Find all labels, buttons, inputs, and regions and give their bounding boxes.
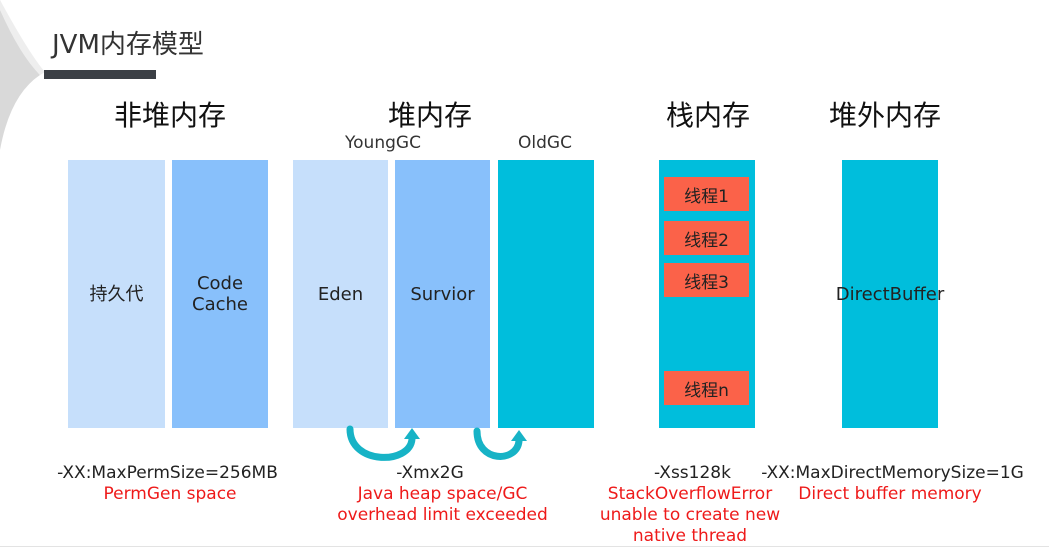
perm-gen-label: 持久代 [89,283,144,305]
heap-size-param: -Xmx2G [396,463,464,483]
stack-error-line2: unable to create new [599,505,781,525]
thread-3-box: 线程3 [664,263,749,297]
perm-size-param: -XX:MaxPermSize=256MB [57,463,278,483]
direct-memory-param: -XX:MaxDirectMemorySize=1G [761,463,1024,483]
eden-block: Eden [293,160,388,428]
thread-n-box: 线程n [664,371,749,405]
heap-error-line1: Java heap space/GC [357,484,528,504]
heap-error: Java heap space/GC overhead limit exceed… [330,484,555,526]
direct-buffer-error: Direct buffer memory [798,484,982,504]
direct-buffer-label: DirectBuffer [835,283,945,305]
stack-error: StackOverflowError unable to create new … [595,484,785,547]
thread-1-box: 线程1 [664,177,749,211]
heap-error-line2: overhead limit exceeded [337,505,548,525]
slide-title: JVM内存模型 [52,30,204,60]
code-cache-label-line2: Cache [192,294,248,315]
section-offheap-title: 堆外内存 [828,99,941,132]
title-underline-bar [44,70,156,79]
section-heap-title: 堆内存 [387,99,472,132]
thread-2-box: 线程2 [664,221,749,255]
direct-buffer-block: DirectBuffer [836,160,944,428]
old-gc-label: OldGC [518,133,572,153]
code-cache-label-line1: Code [196,273,244,294]
code-cache-block: Code Cache [172,160,268,428]
survivor-block: Survior [395,160,490,428]
bottom-divider [0,546,1049,547]
section-stack-title: 栈内存 [665,99,750,132]
stack-error-line1: StackOverflowError [607,484,773,504]
young-gc-label: YoungGC [345,133,421,153]
survivor-label: Survior [410,283,475,305]
old-gen-block [498,160,594,428]
corner-decoration [0,0,45,150]
stack-error-line3: native thread [632,526,748,546]
old-gc-arrow-icon [473,427,527,460]
perm-gen-error: PermGen space [103,484,237,504]
stack-size-param: -Xss128k [654,463,731,483]
young-gc-arrow-icon [346,425,420,461]
perm-gen-block: 持久代 [68,160,165,428]
section-nonheap-title: 非堆内存 [113,99,226,132]
eden-label: Eden [317,283,364,305]
